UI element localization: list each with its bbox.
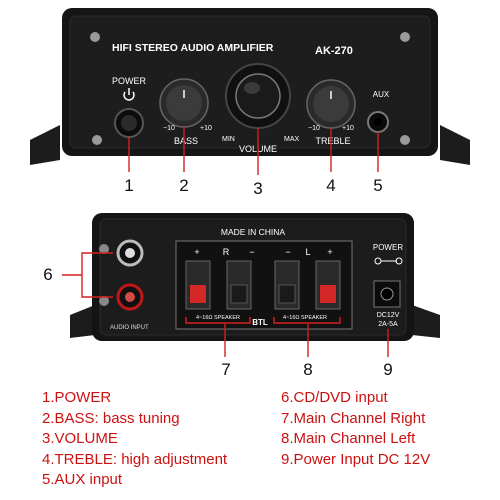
bass-knob-cap xyxy=(166,85,202,121)
screw-icon xyxy=(99,296,109,306)
dc-jack-hole xyxy=(380,287,394,301)
legend-item: 5.AUX input xyxy=(42,471,123,488)
model-number: AK-270 xyxy=(315,45,353,57)
front-callout-lines xyxy=(128,127,379,175)
legend-item: 8.Main Channel Left xyxy=(281,430,416,447)
treble-max: +10 xyxy=(342,125,354,132)
screw-icon xyxy=(92,135,102,145)
terminal-sign-3: − xyxy=(249,247,254,257)
terminal-r-plus[interactable] xyxy=(185,260,211,310)
front-title: HIFI STEREO AUDIO AMPLIFIER xyxy=(112,42,274,54)
back-right-ear xyxy=(412,305,440,338)
front-panel-photo: HIFI STEREO AUDIO AMPLIFIER AK-270 POWER… xyxy=(30,8,470,175)
back-panel-photo: AUDIO INPUT MADE IN CHINA + R − − L + 4~… xyxy=(62,213,440,357)
terminal-sign-6: + xyxy=(327,247,332,257)
aux-label: AUX xyxy=(373,90,390,99)
dc-rating-1: DC12V xyxy=(377,312,400,319)
front-right-ear xyxy=(440,125,470,165)
rca-red-pin xyxy=(125,292,135,302)
power-label: POWER xyxy=(112,76,147,86)
speaker-label-left: 4~16Ω SPEAKER xyxy=(283,315,327,321)
volume-knob[interactable] xyxy=(235,73,281,119)
callout-number-2: 2 xyxy=(179,176,189,195)
polarity-icon xyxy=(374,257,403,265)
screw-icon xyxy=(90,32,100,42)
terminal-l-minus[interactable] xyxy=(274,260,300,310)
audio-input-label: AUDIO INPUT xyxy=(110,325,149,331)
callout-number-3: 3 xyxy=(253,179,263,198)
callout-number-1: 1 xyxy=(124,176,134,195)
legend-item: 6.CD/DVD input xyxy=(281,389,388,406)
terminal-sign-2: R xyxy=(223,247,230,257)
back-left-ear xyxy=(70,305,95,338)
volume-knob-shine xyxy=(244,82,260,94)
front-left-ear xyxy=(30,125,60,165)
terminal-sign-5: L xyxy=(305,247,310,257)
volume-min: MIN xyxy=(222,136,235,143)
power-icon xyxy=(123,88,135,101)
bass-min: −10 xyxy=(163,125,175,132)
terminal-r-minus[interactable] xyxy=(226,260,252,310)
callout-number-8: 8 xyxy=(303,360,313,379)
bass-label: BASS xyxy=(174,136,198,146)
rca-white-pin xyxy=(125,248,135,258)
treble-min: −10 xyxy=(308,125,320,132)
screw-icon xyxy=(99,244,109,254)
legend-item: 9.Power Input DC 12V xyxy=(281,450,431,468)
legend-item: 1.POWER xyxy=(42,389,112,406)
dc-rating-2: 2A-5A xyxy=(378,321,398,328)
back-callout-lines xyxy=(62,252,389,357)
callout-number-5: 5 xyxy=(373,176,383,195)
volume-max: MAX xyxy=(284,136,300,143)
callout-bracket-7 xyxy=(185,317,251,324)
legend-item: 2.BASS: bass tuning xyxy=(42,409,180,427)
bass-max: +10 xyxy=(200,125,212,132)
legend-item: 4.TREBLE: high adjustment xyxy=(42,450,228,468)
back-power-label: POWER xyxy=(373,243,403,252)
legend-left: 1.POWER 2.BASS: bass tuning 3.VOLUME 4.T… xyxy=(42,388,227,491)
callout-number-7: 7 xyxy=(221,360,231,379)
callout-number-9: 9 xyxy=(383,360,393,379)
terminal-sign-4: − xyxy=(285,247,290,257)
treble-knob-cap xyxy=(313,86,349,122)
speaker-label-right: 4~16Ω SPEAKER xyxy=(196,315,240,321)
screw-icon xyxy=(400,135,410,145)
callout-number-4: 4 xyxy=(326,176,336,195)
legend-right: 6.CD/DVD input 7.Main Channel Right 8.Ma… xyxy=(281,388,430,470)
made-in-label: MADE IN CHINA xyxy=(221,227,286,237)
btl-label: BTL xyxy=(252,318,268,327)
screw-icon xyxy=(400,32,410,42)
treble-label: TREBLE xyxy=(315,136,350,146)
legend-item: 3.VOLUME xyxy=(42,430,118,447)
callout-bracket-8 xyxy=(273,317,341,324)
power-button-cap xyxy=(121,115,137,131)
callout-number-6: 6 xyxy=(43,265,53,284)
legend-item: 7.Main Channel Right xyxy=(281,409,426,427)
terminal-sign-1: + xyxy=(194,247,199,257)
terminal-l-plus[interactable] xyxy=(315,260,341,310)
aux-jack-hole xyxy=(374,118,382,126)
